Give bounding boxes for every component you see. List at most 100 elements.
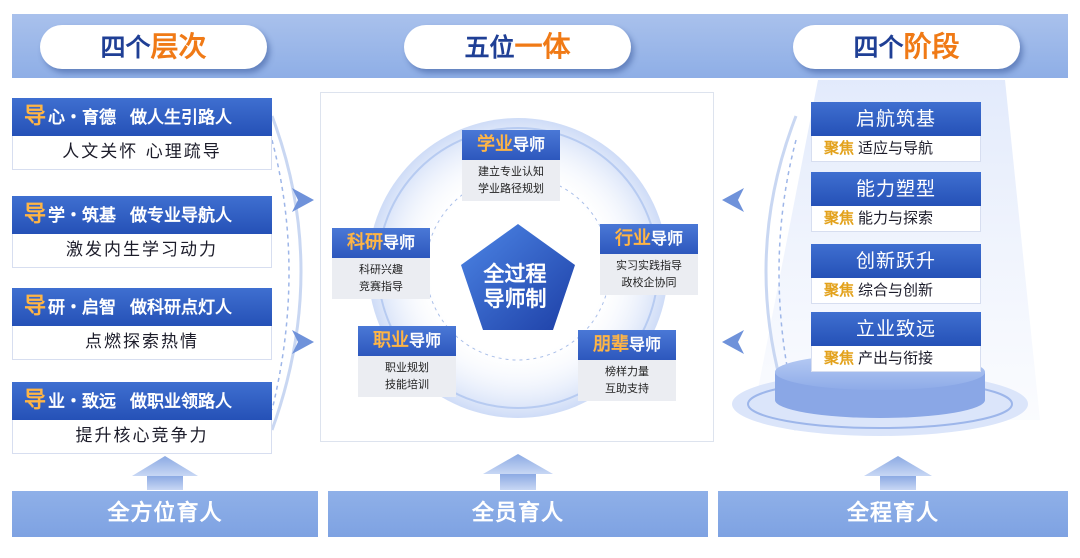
- level-dao-char: 导: [24, 202, 47, 227]
- mentor-body: 榜样力量 互助支持: [578, 360, 676, 401]
- level-role: 做人生引路人: [130, 108, 233, 128]
- left-arc-inner: [271, 139, 290, 411]
- stage-title: 创新跃升: [811, 244, 981, 278]
- mentor-line: 学业路径规划: [478, 182, 544, 195]
- mentor-line: 职业规划: [385, 361, 429, 374]
- left-arc-outer: [270, 115, 303, 431]
- core-label-line1: 全过程: [483, 262, 547, 286]
- stage-title: 立业致远: [811, 312, 981, 346]
- level-title: 业・致远: [48, 392, 117, 412]
- mentor-line: 政校企协同: [621, 276, 677, 289]
- level-item: 导研・启智做科研点灯人 点燃探索热情: [12, 288, 272, 360]
- left-chevron-2: [292, 330, 314, 354]
- mentor-highlight: 学业: [476, 134, 513, 155]
- mentor-highlight: 行业: [614, 228, 651, 249]
- center-panel: [320, 92, 714, 442]
- stage-text: 产出与衔接: [858, 349, 934, 367]
- right-chevron-2: [722, 330, 744, 354]
- stage-item: 立业致远 聚焦产出与衔接: [811, 312, 981, 372]
- mentor-suffix: 导师: [628, 335, 661, 354]
- mentor-line: 竞赛指导: [359, 280, 403, 293]
- stage-subtitle: 聚焦能力与探索: [811, 206, 981, 232]
- stage-subtitle: 聚焦综合与创新: [811, 278, 981, 304]
- mentor-line: 科研兴趣: [359, 263, 403, 276]
- stage-tag: 聚焦: [824, 139, 855, 157]
- header-mid-prefix: 五位: [464, 33, 515, 62]
- level-role: 做职业领路人: [130, 392, 233, 412]
- stage-title: 启航筑基: [811, 102, 981, 136]
- level-role: 做专业导航人: [130, 206, 233, 226]
- level-dao-char: 导: [24, 388, 47, 413]
- mentor-body: 建立专业认知 学业路径规划: [462, 160, 560, 201]
- core-label: 全过程 导师制: [471, 262, 559, 312]
- mentor-line: 实习实践指导: [616, 259, 682, 272]
- right-arc-inner: [778, 139, 797, 411]
- mentor-highlight: 朋辈: [592, 334, 629, 355]
- level-title: 心・育德: [48, 108, 117, 128]
- mentor-highlight: 职业: [372, 330, 409, 351]
- mentor-line: 榜样力量: [605, 365, 649, 378]
- right-chevron-1: [722, 188, 744, 212]
- mentor-line: 建立专业认知: [478, 165, 544, 178]
- stage-item: 创新跃升 聚焦综合与创新: [811, 244, 981, 304]
- level-head: 导研・启智做科研点灯人: [12, 288, 272, 326]
- mentor-suffix: 导师: [382, 233, 415, 252]
- stage-text: 能力与探索: [858, 209, 934, 227]
- header-five-in-one: 五位一体: [404, 25, 631, 69]
- up-arrow-right: [864, 456, 932, 490]
- mentor-head: 科研导师: [332, 228, 430, 258]
- level-title: 学・筑基: [48, 206, 117, 226]
- level-item: 导业・致远做职业领路人 提升核心竞争力: [12, 382, 272, 454]
- core-pentagon: [461, 224, 575, 330]
- mentor-industry: 行业导师 实习实践指导 政校企协同: [600, 224, 698, 295]
- header-four-levels: 四个层次: [40, 25, 267, 69]
- mentor-academic: 学业导师 建立专业认知 学业路径规划: [462, 130, 560, 201]
- mentor-head: 行业导师: [600, 224, 698, 254]
- stage-subtitle: 聚焦适应与导航: [811, 136, 981, 162]
- core-label-line2: 导师制: [483, 287, 547, 311]
- mentor-body: 实习实践指导 政校企协同: [600, 254, 698, 295]
- mentor-highlight: 科研: [346, 232, 383, 253]
- level-subtitle: 提升核心竞争力: [12, 420, 272, 454]
- mentor-career: 职业导师 职业规划 技能培训: [358, 326, 456, 397]
- stage-text: 综合与创新: [858, 281, 934, 299]
- level-subtitle: 激发内生学习动力: [12, 234, 272, 268]
- header-left-highlight: 层次: [150, 30, 207, 63]
- level-subtitle: 点燃探索热情: [12, 326, 272, 360]
- header-right-prefix: 四个: [853, 33, 904, 62]
- level-title: 研・启智: [48, 298, 117, 318]
- level-subtitle: 人文关怀 心理疏导: [12, 136, 272, 170]
- mentor-peer: 朋辈导师 榜样力量 互助支持: [578, 330, 676, 401]
- mentor-body: 科研兴趣 竞赛指导: [332, 258, 430, 299]
- level-head: 导业・致远做职业领路人: [12, 382, 272, 420]
- header-left-prefix: 四个: [100, 33, 151, 62]
- mentor-head: 职业导师: [358, 326, 456, 356]
- stage-tag: 聚焦: [824, 349, 855, 367]
- level-head: 导学・筑基做专业导航人: [12, 196, 272, 234]
- mentor-head: 朋辈导师: [578, 330, 676, 360]
- level-dao-char: 导: [24, 104, 47, 129]
- level-item: 导心・育德做人生引路人 人文关怀 心理疏导: [12, 98, 272, 170]
- level-role: 做科研点灯人: [130, 298, 233, 318]
- up-arrow-mid: [483, 454, 553, 490]
- level-dao-char: 导: [24, 294, 47, 319]
- stage-item: 能力塑型 聚焦能力与探索: [811, 172, 981, 232]
- mentor-suffix: 导师: [650, 229, 683, 248]
- stage-tag: 聚焦: [824, 281, 855, 299]
- mentor-body: 职业规划 技能培训: [358, 356, 456, 397]
- mentor-line: 互助支持: [605, 382, 649, 395]
- mentor-line: 技能培训: [385, 378, 429, 391]
- mentor-suffix: 导师: [408, 331, 441, 350]
- footer-all-staff: 全员育人: [328, 491, 708, 537]
- header-four-stages: 四个阶段: [793, 25, 1020, 69]
- left-chevron-1: [292, 188, 314, 212]
- stage-title: 能力塑型: [811, 172, 981, 206]
- up-arrow-left: [132, 456, 198, 490]
- stage-tag: 聚焦: [824, 209, 855, 227]
- mentor-suffix: 导师: [512, 135, 545, 154]
- mentor-research: 科研导师 科研兴趣 竞赛指导: [332, 228, 430, 299]
- stage-item: 启航筑基 聚焦适应与导航: [811, 102, 981, 162]
- footer-all-round: 全方位育人: [12, 491, 318, 537]
- level-item: 导学・筑基做专业导航人 激发内生学习动力: [12, 196, 272, 268]
- stage-text: 适应与导航: [858, 139, 934, 157]
